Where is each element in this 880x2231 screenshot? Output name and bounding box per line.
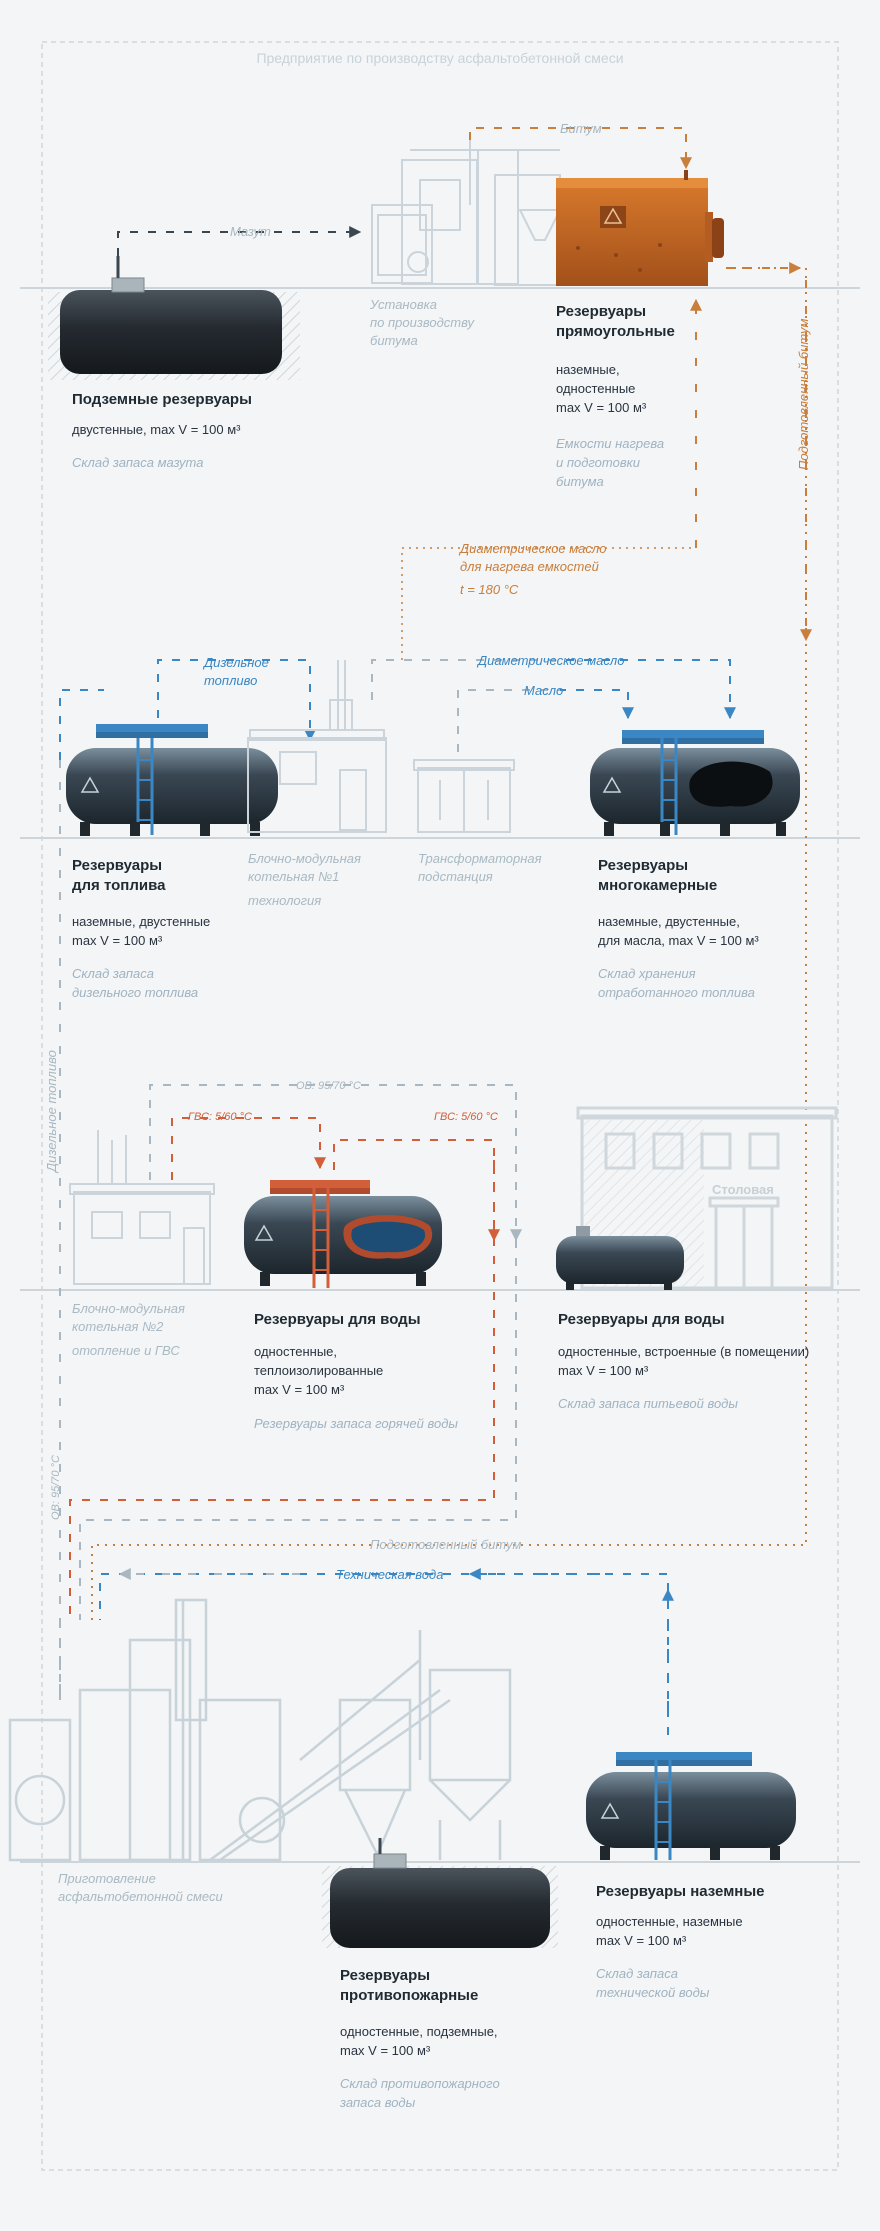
flow-label-diathermic-temp: t = 180 °C: [460, 582, 519, 597]
tank-fuel-note: Склад запаса дизельного топлива: [72, 966, 199, 1000]
tank-rectangular-note: Емкости нагрева и подготовки битума: [556, 436, 665, 489]
flow-label-bitum: Битум: [560, 121, 602, 136]
flow-label-tech-water: Техническая вода: [336, 1567, 444, 1582]
enterprise-boundary: [41, 41, 839, 2171]
tank-multichamber-note: Склад хранения отработанного топлива: [598, 966, 755, 1000]
tank-underground-note: Склад запаса мазута: [72, 455, 204, 470]
ground-lines: [20, 287, 860, 1863]
tank-firefighting-desc: одностенные, подземные, max V = 100 м³: [340, 2024, 498, 2058]
asphalt-plant: [8, 1598, 512, 1862]
tank-firefighting-title: Резервуары противопожарные: [340, 1967, 479, 2004]
technical-water-tank: [586, 1752, 796, 1860]
label-boiler-1-note: технология: [248, 893, 322, 908]
flow-ov: [149, 1084, 522, 1242]
label-boiler-2: Блочно-модульная котельная №2: [72, 1301, 185, 1334]
label-asphalt-plant: Приготовление асфальтобетонной смеси: [58, 1871, 223, 1904]
tank-technical-water-title: Резервуары наземные: [596, 1883, 765, 1900]
flow-diesel-to-boiler: [157, 659, 316, 742]
drinking-water-tank: [556, 1226, 684, 1290]
label-transformer: Трансформаторная подстанция: [418, 851, 542, 884]
canteen-building: [576, 1106, 838, 1290]
firefighting-tank: [322, 1838, 558, 1948]
label-bitumen-plant: Установка по производству битума: [370, 297, 474, 348]
tank-underground-title: Подземные резервуары: [72, 391, 252, 408]
flow-label-oil: Масло: [524, 683, 564, 698]
flow-label-prepared-bitum: Подготовленный битум: [796, 318, 811, 470]
underground-tank-1: [48, 256, 300, 380]
boiler-house-2: [69, 1130, 215, 1285]
flow-label-diesel-fuel-vertical: Дизельное топливо: [44, 1050, 59, 1172]
tank-firefighting-note: Склад противопожарного запаса воды: [340, 2076, 500, 2110]
flow-tech-water: [99, 1573, 669, 1735]
tank-fuel-desc: наземные, двустенные max V = 100 м³: [72, 914, 211, 948]
flow-oil: [457, 689, 634, 752]
hot-water-tank: [244, 1180, 442, 1288]
boiler-house-1: [247, 660, 387, 833]
tank-technical-water-note: Склад запаса технической воды: [596, 1966, 710, 2000]
fuel-tank: [66, 724, 278, 836]
flow-label-diathermic-oil: Диаметрическое масло: [478, 653, 625, 668]
flow-label-gvs1: ГВС: 5/60 °С: [188, 1111, 252, 1123]
flow-label-gvs2: ГВС: 5/60 °С: [434, 1111, 498, 1123]
tank-hot-water-desc: одностенные, теплоизолированные max V = …: [254, 1344, 384, 1397]
flow-diesel-down: [59, 689, 104, 760]
rectangular-tank: [556, 170, 724, 286]
flow-label-ov-vertical: ОВ: 95/70 °С: [50, 1455, 62, 1520]
page-title: Предприятие по производству асфальтобето…: [256, 50, 624, 66]
flow-bitum-line: [469, 127, 692, 170]
tank-technical-water-desc: одностенные, наземные max V = 100 м³: [596, 1914, 743, 1948]
flow-label-diesel-fuel: Дизельное топливо: [204, 655, 269, 688]
flow-label-mazut: Мазут: [230, 224, 271, 239]
flow-label-diathermic-oil-heating: Диаметрическое масло для нагрева емкосте…: [460, 541, 607, 574]
tank-multichamber-title: Резервуары многокамерные: [598, 857, 718, 894]
flow-gvs1: [171, 1117, 326, 1180]
tank-rectangular-desc: наземные, одностенные max V = 100 м³: [556, 362, 647, 415]
tank-drinking-water-note: Склад запаса питьевой воды: [558, 1396, 738, 1411]
multichamber-tank: [590, 730, 800, 836]
label-canteen: Столовая: [712, 1182, 774, 1197]
bitumen-plant: [371, 140, 562, 286]
transformer-substation: [413, 759, 515, 833]
flow-gvs2: [69, 1139, 495, 1620]
tank-rectangular-title: Резервуары прямоугольные: [556, 303, 675, 340]
label-boiler-2-note: отопление и ГВС: [72, 1343, 180, 1358]
tank-drinking-water-desc: одностенные, встроенные (в помещении) ma…: [558, 1344, 810, 1378]
tank-hot-water-title: Резервуары для воды: [254, 1311, 421, 1328]
tank-fuel-title: Резервуары для топлива: [72, 857, 166, 894]
flow-label-prepared-bitum-h: Подготовленный битум: [370, 1537, 522, 1552]
flow-prepared-bitum-line: [91, 267, 807, 1620]
tank-multichamber-desc: наземные, двустенные, для масла, max V =…: [598, 914, 759, 948]
tank-drinking-water-title: Резервуары для воды: [558, 1311, 725, 1328]
tank-underground-desc: двустенные, max V = 100 м³: [72, 422, 241, 437]
flow-label-ov: ОВ: 95/70 °С: [296, 1080, 361, 1092]
label-boiler-1: Блочно-модульная котельная №1: [248, 851, 361, 884]
flow-mazut-line: [117, 226, 362, 256]
tank-hot-water-note: Резервуары запаса горячей воды: [254, 1416, 458, 1431]
